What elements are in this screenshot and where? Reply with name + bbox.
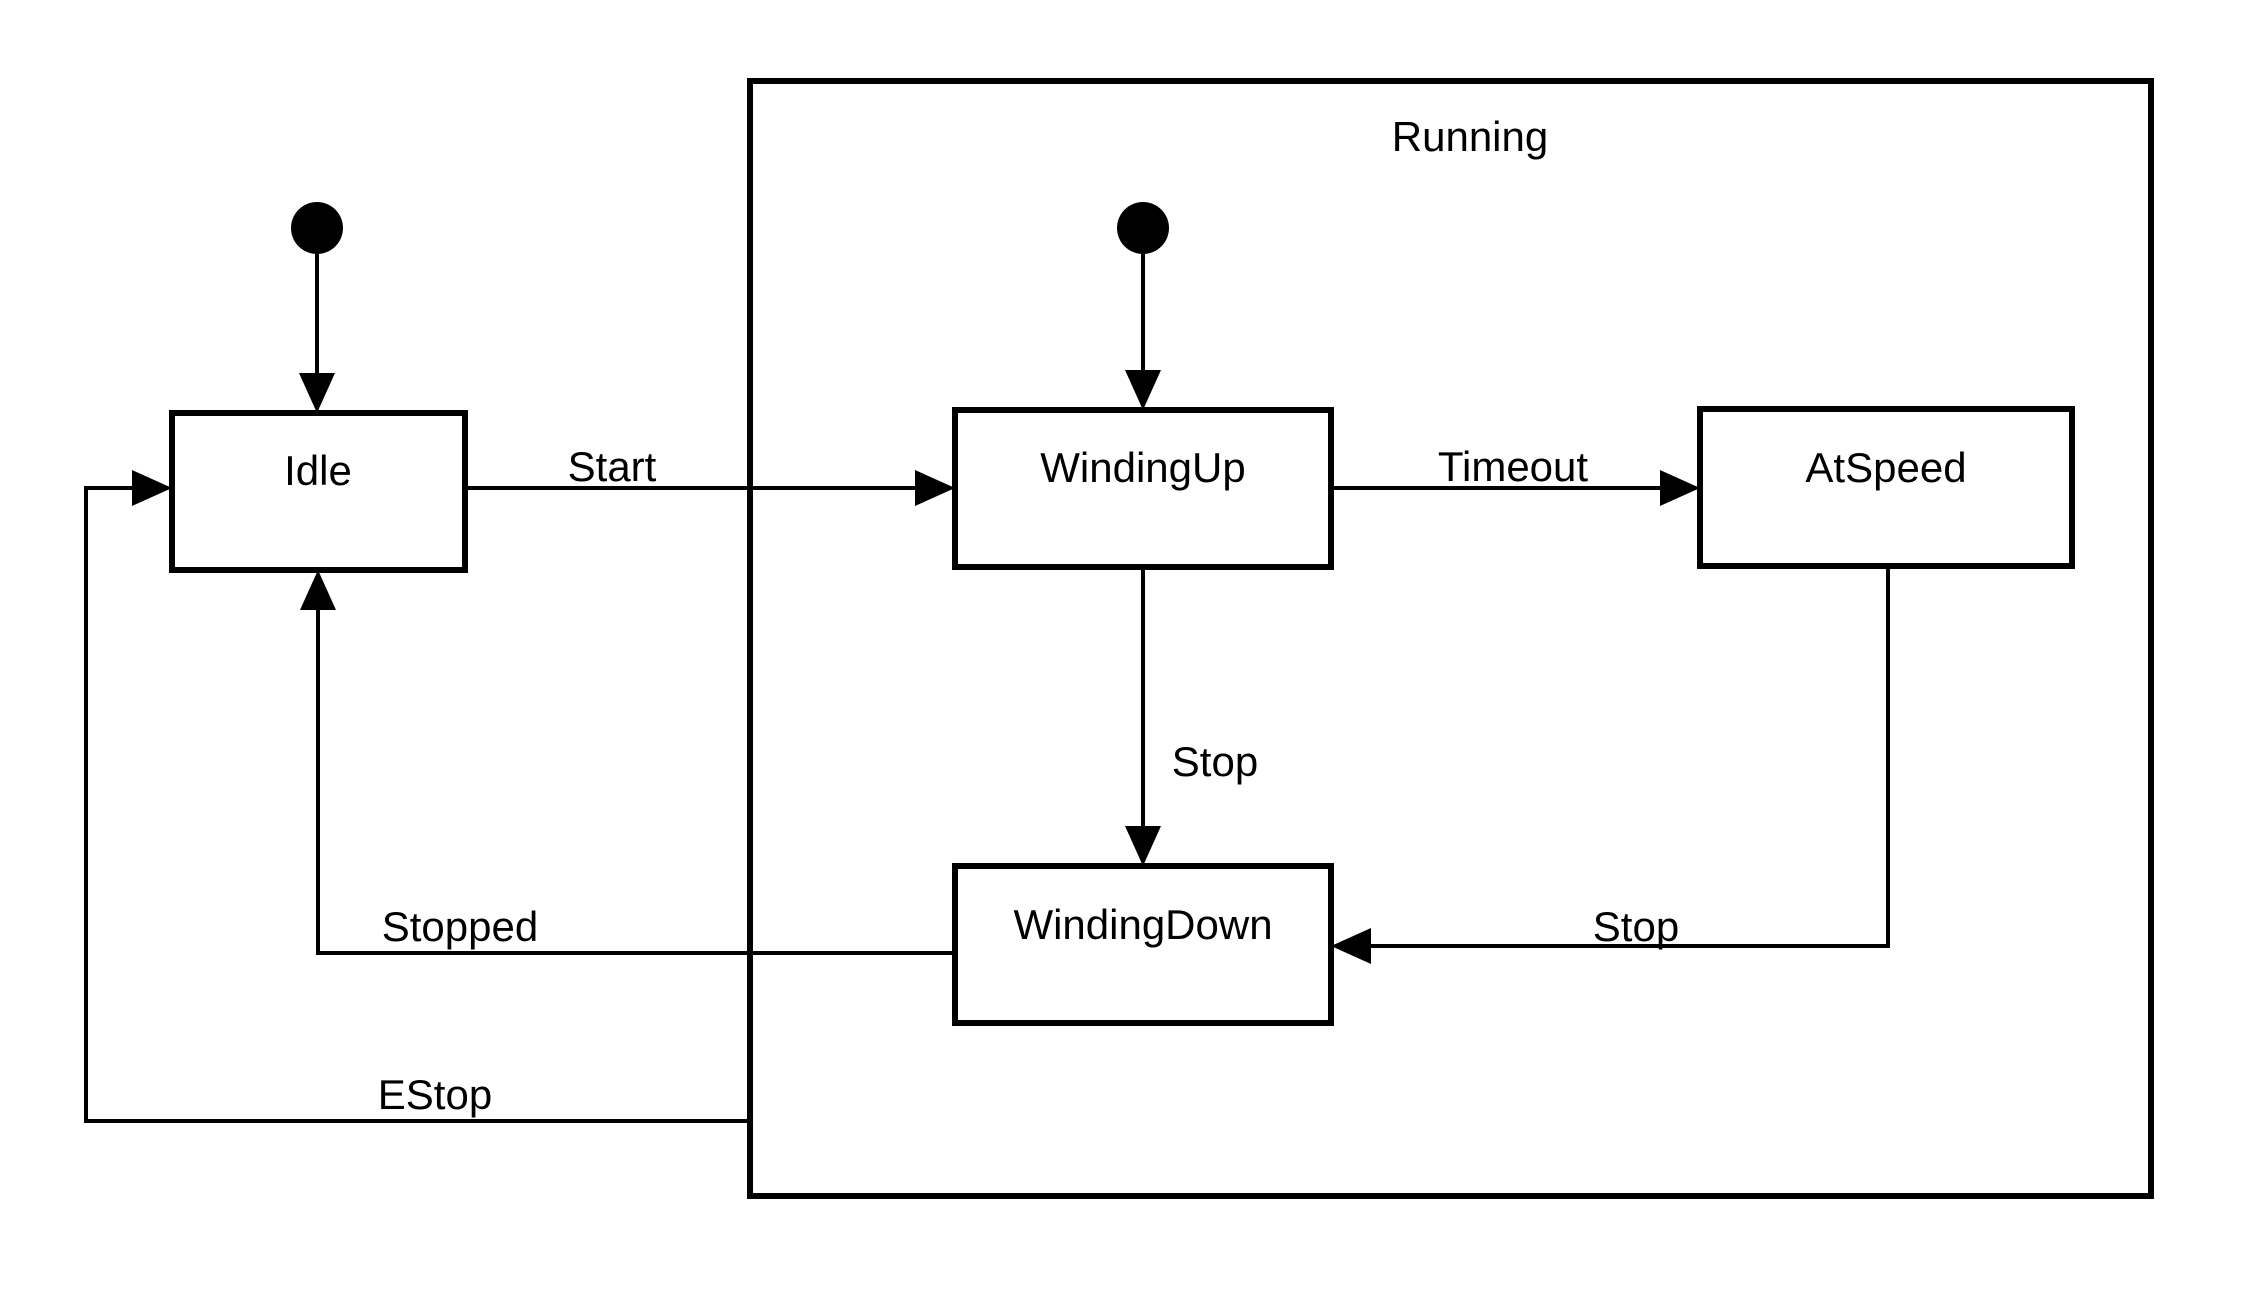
arrowhead-icon (300, 570, 336, 610)
state-idle-label: Idle (284, 447, 352, 494)
composite-state-running[interactable]: Running (747, 78, 2154, 1199)
transition-estop-line (84, 486, 750, 1123)
state-atspeed-box (1697, 406, 2075, 569)
state-windingdown-box (952, 863, 1334, 1026)
initial-state-dot-icon (1117, 202, 1169, 254)
transition-start[interactable]: Start (465, 443, 955, 506)
transition-stop-atspeed[interactable]: Stop (1331, 567, 1890, 964)
transition-estop[interactable]: EStop (84, 470, 750, 1123)
state-atspeed-label: AtSpeed (1805, 444, 1966, 491)
transition-stop-windingup-label: Stop (1172, 738, 1258, 785)
arrowhead-icon (1125, 370, 1161, 410)
transition-stop-windingup[interactable]: Stop (1125, 567, 1258, 866)
transition-timeout-label: Timeout (1438, 443, 1588, 490)
transition-stopped-label: Stopped (382, 903, 538, 950)
state-windingup[interactable]: WindingUp (952, 407, 1334, 570)
arrowhead-icon (1331, 928, 1371, 964)
transition-timeout[interactable]: Timeout (1331, 443, 1700, 506)
composite-state-running-label: Running (1392, 113, 1548, 160)
state-windingdown-label: WindingDown (1013, 901, 1272, 948)
state-atspeed[interactable]: AtSpeed (1697, 406, 2075, 569)
arrowhead-icon (915, 470, 955, 506)
transition-stop-atspeed-label: Stop (1593, 903, 1679, 950)
composite-state-running-border (747, 78, 2154, 1199)
state-idle-box (169, 410, 468, 573)
arrowhead-icon (299, 373, 335, 413)
arrowhead-icon (1125, 826, 1161, 866)
arrowhead-icon (132, 470, 172, 506)
state-windingup-label: WindingUp (1040, 444, 1245, 491)
state-windingdown[interactable]: WindingDown (952, 863, 1334, 1026)
initial-state-windingup[interactable] (1117, 202, 1169, 410)
initial-state-dot-icon (291, 202, 343, 254)
transition-stop-atspeed-line (1356, 567, 1890, 948)
state-idle[interactable]: Idle (169, 410, 468, 573)
initial-state-idle[interactable] (291, 202, 343, 413)
transition-estop-label: EStop (378, 1071, 492, 1118)
state-windingup-box (952, 407, 1334, 570)
transition-stopped[interactable]: Stopped (300, 570, 955, 955)
transition-start-label: Start (568, 443, 657, 490)
transition-stopped-line (316, 595, 955, 955)
arrowhead-icon (1660, 470, 1700, 506)
